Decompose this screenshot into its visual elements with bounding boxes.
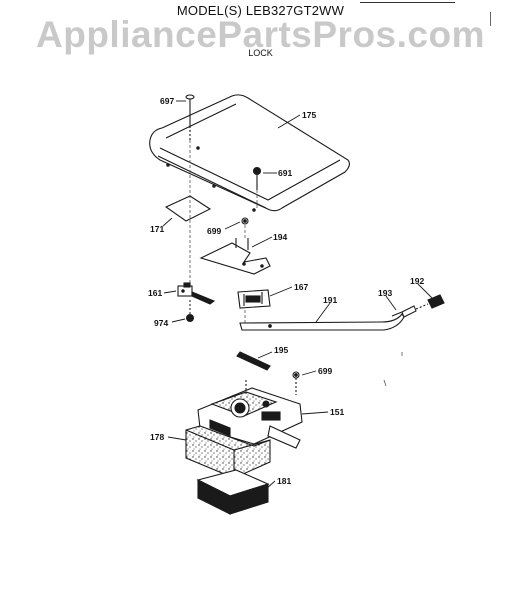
callout-178: 178: [150, 432, 164, 442]
callout-699-lower: 699: [318, 366, 332, 376]
callout-181: 181: [277, 476, 291, 486]
header-rule: [360, 2, 455, 3]
base-block-181-part: [196, 469, 270, 515]
screw-699-upper-part: [241, 217, 249, 225]
callout-699-upper: 699: [207, 226, 221, 236]
callout-167: 167: [294, 282, 308, 292]
callout-691: 691: [278, 168, 292, 178]
callout-192: 192: [410, 276, 424, 286]
callout-171: 171: [150, 224, 164, 234]
bracket-194-part: [199, 238, 271, 275]
callout-195: 195: [274, 345, 288, 355]
callout-labels: 697 175 691 171 699 194 161 167 192 193 …: [148, 96, 424, 486]
scan-marks: [383, 352, 403, 387]
callout-175: 175: [302, 110, 316, 120]
callout-151: 151: [330, 407, 344, 417]
screw-697-part: [185, 94, 195, 140]
callout-194: 194: [273, 232, 287, 242]
pad-171-part: [164, 195, 212, 222]
watermark-logo: AppliancePartsPros.com: [36, 14, 485, 55]
lock-mechanism-151-part: [197, 380, 303, 449]
section-title: LOCK: [248, 48, 273, 58]
knob-192-part: [415, 294, 445, 310]
spring-195-part: [236, 351, 271, 371]
cover-plate-part: [149, 94, 351, 212]
nut-974-part: [186, 300, 194, 322]
scan-edge-mark: [490, 12, 495, 26]
pin-193-part: [391, 305, 417, 318]
screw-691-part: [252, 166, 262, 190]
screw-699-lower-part: [292, 371, 300, 395]
model-number-heading: MODEL(S) LEB327GT2WW: [176, 3, 345, 18]
rod-191-part: [239, 313, 405, 331]
block-167-part: [237, 289, 271, 309]
callout-193: 193: [378, 288, 392, 298]
housing-178-part: [185, 425, 271, 479]
callout-191: 191: [323, 295, 337, 305]
assembly-centerlines: [189, 140, 258, 325]
callout-974: 974: [154, 318, 168, 328]
callout-161: 161: [148, 288, 162, 298]
switch-161-part: [177, 282, 216, 305]
callout-leaders: [162, 100, 433, 490]
callout-697: 697: [160, 96, 174, 106]
